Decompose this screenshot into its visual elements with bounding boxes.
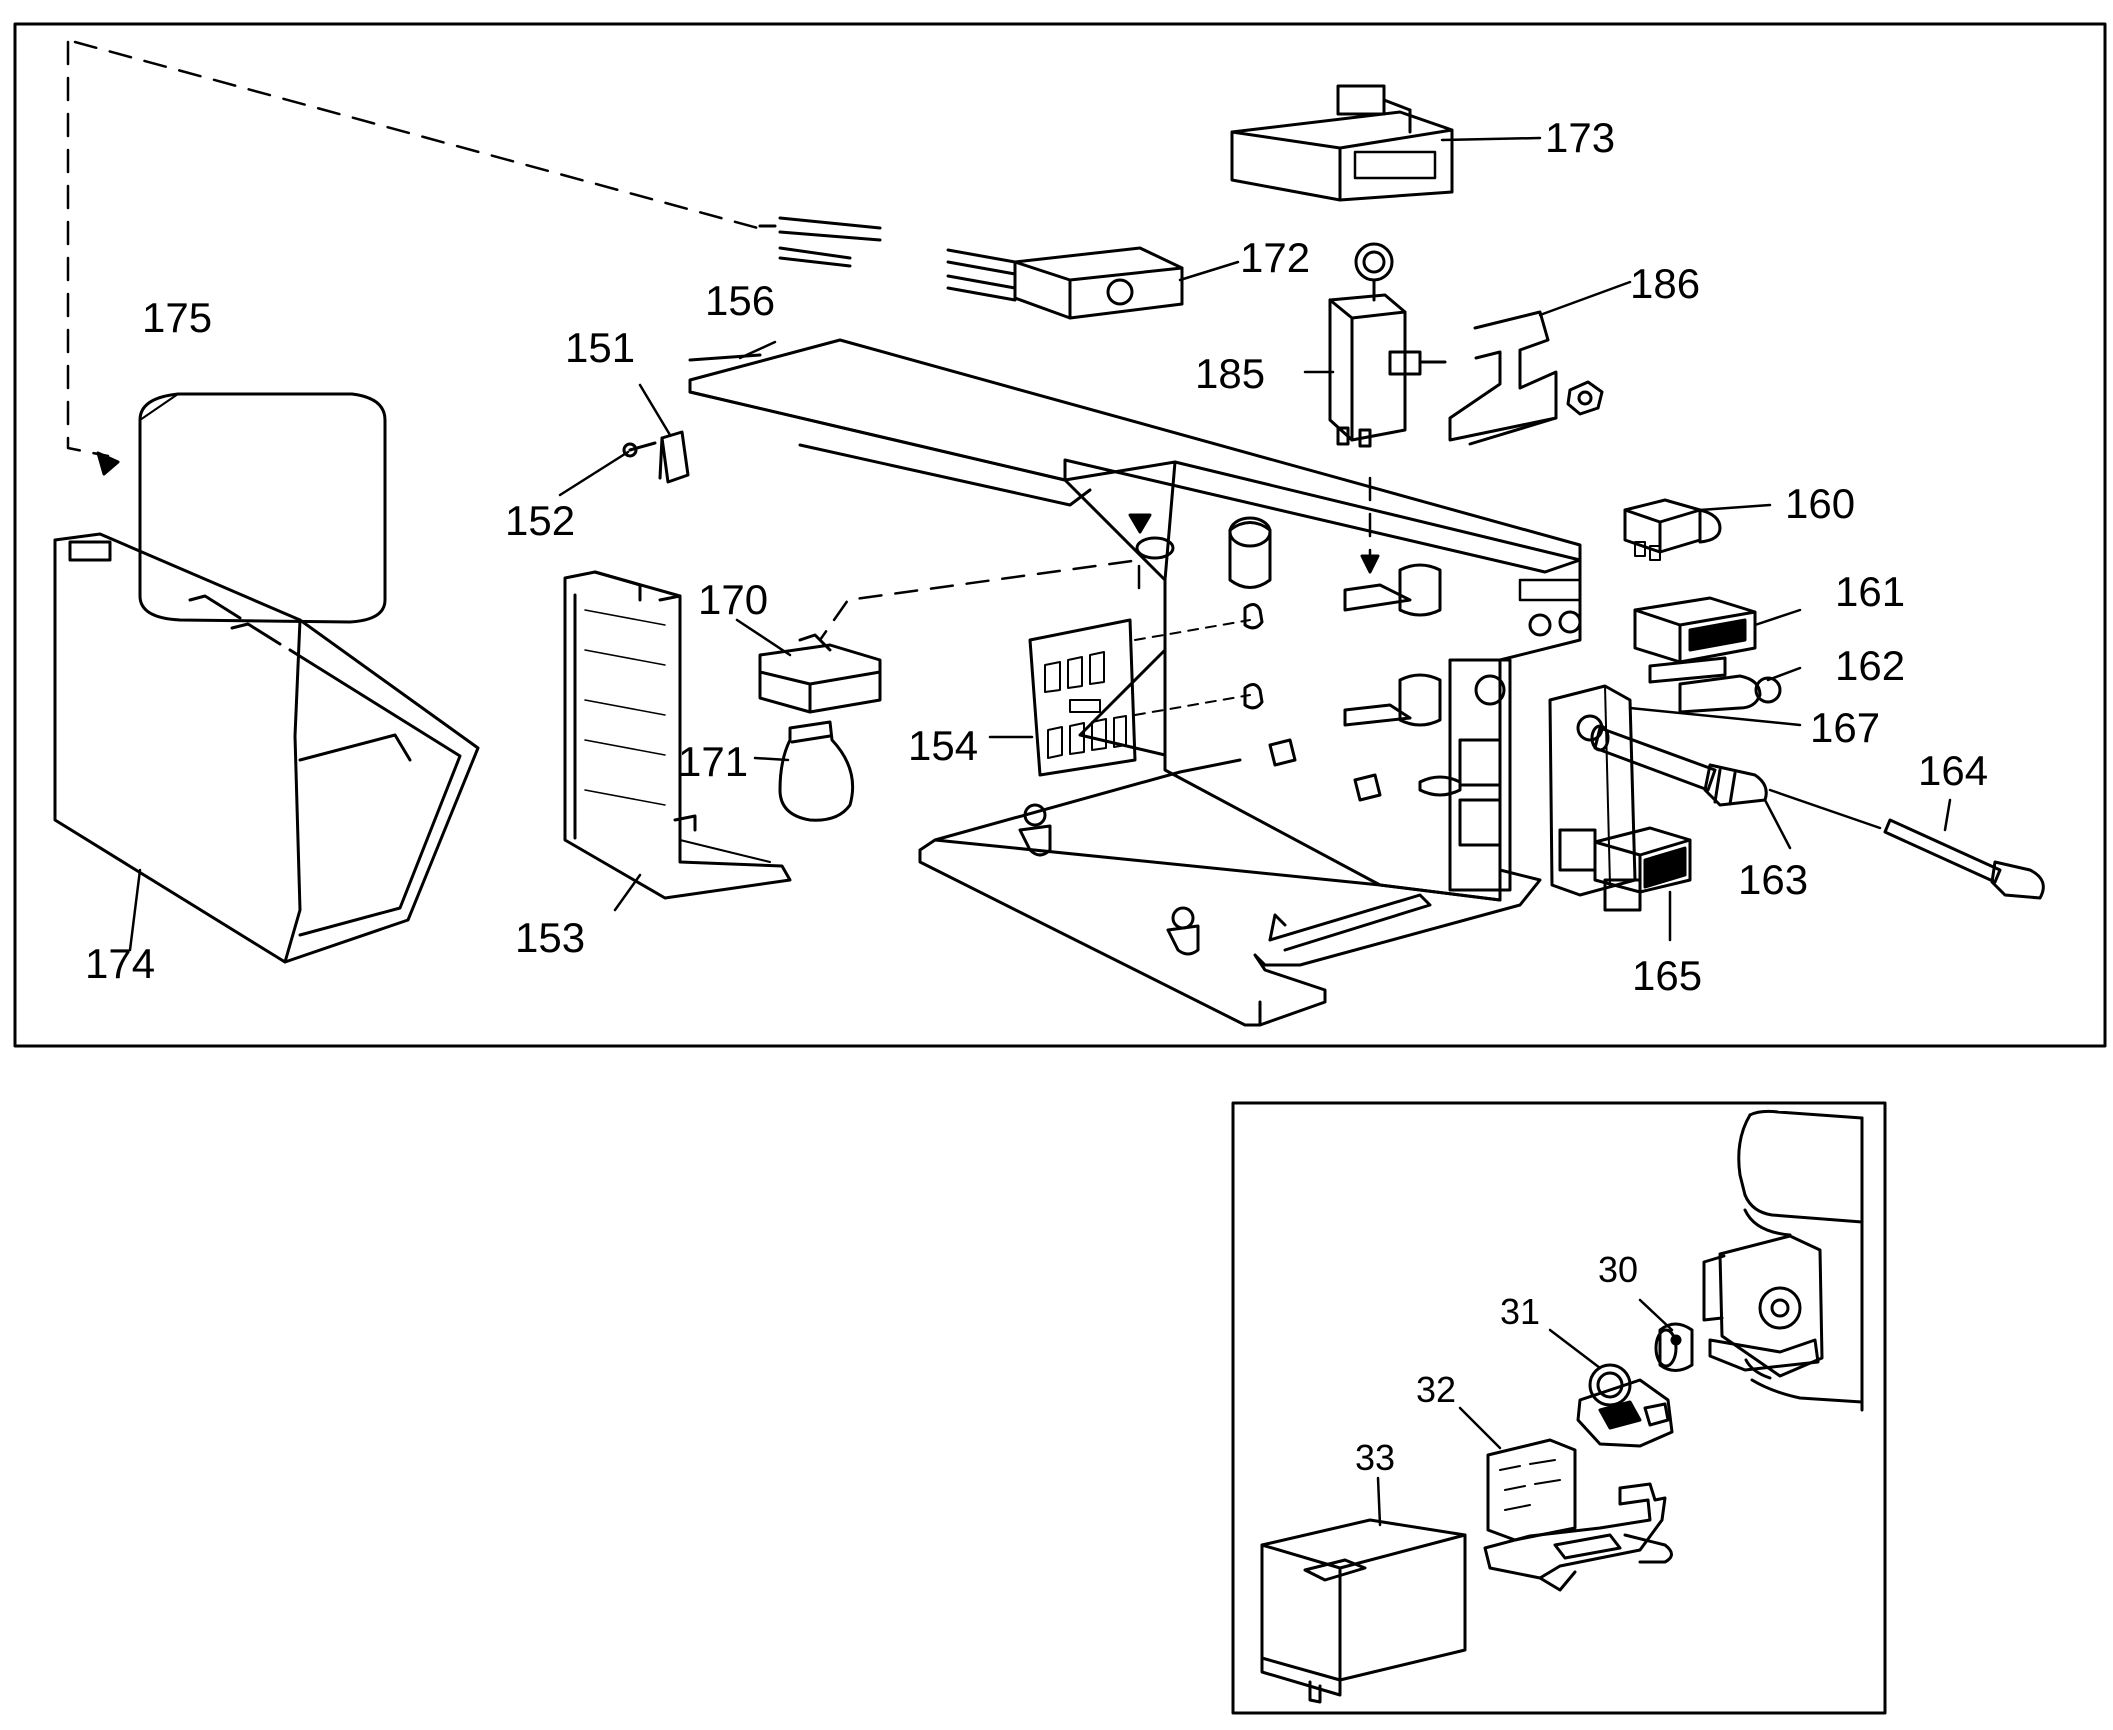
part-171-lamp-bulb bbox=[778, 720, 855, 822]
main-panel: 173 172 186 185 175 151 156 152 160 161 … bbox=[13, 22, 2107, 1048]
label-32: 32 bbox=[1416, 1369, 1456, 1410]
part-labels-main: 173 172 186 185 175 151 156 152 160 161 … bbox=[85, 114, 1988, 999]
label-153: 153 bbox=[515, 914, 585, 961]
label-164: 164 bbox=[1918, 747, 1988, 794]
label-30: 30 bbox=[1598, 1249, 1638, 1290]
compressor bbox=[1702, 1109, 1864, 1412]
label-171: 171 bbox=[678, 738, 748, 785]
label-167: 167 bbox=[1810, 704, 1880, 751]
label-154: 154 bbox=[908, 722, 978, 769]
part-31-relay bbox=[1576, 1363, 1674, 1448]
part-152-screw bbox=[622, 441, 657, 458]
label-173: 173 bbox=[1545, 114, 1615, 161]
part-153-side-bracket bbox=[563, 570, 792, 900]
part-170-lamp-holder bbox=[758, 633, 882, 714]
part-164-shaft bbox=[1768, 788, 2045, 900]
part-151-clip bbox=[658, 430, 690, 484]
part-173-timer-housing bbox=[1230, 84, 1454, 202]
label-156: 156 bbox=[705, 277, 775, 324]
leader-lines-inset bbox=[1376, 1298, 1674, 1527]
part-162-indicator-lamp bbox=[1648, 656, 1782, 714]
label-162: 162 bbox=[1835, 642, 1905, 689]
label-174: 174 bbox=[85, 940, 155, 987]
inset-panel-frame bbox=[1231, 1101, 1887, 1715]
part-33-cover bbox=[1260, 1518, 1467, 1704]
leader-lines-main bbox=[128, 136, 1952, 952]
part-163-knob-shaft bbox=[1590, 724, 1768, 807]
part-156-top-plate bbox=[688, 338, 1582, 574]
label-175: 175 bbox=[142, 294, 212, 341]
label-172: 172 bbox=[1240, 234, 1310, 281]
label-31: 31 bbox=[1500, 1291, 1540, 1332]
guide-arrow-bracket bbox=[1128, 513, 1152, 534]
label-165: 165 bbox=[1632, 952, 1702, 999]
label-152: 152 bbox=[505, 497, 575, 544]
label-160: 160 bbox=[1785, 480, 1855, 527]
main-panel-frame bbox=[13, 22, 2107, 1048]
label-161: 161 bbox=[1835, 568, 1905, 615]
part-labels-inset: 30 31 32 33 bbox=[1355, 1249, 1638, 1478]
part-160-switch bbox=[1623, 498, 1722, 561]
part-185-thermostat bbox=[1328, 242, 1447, 448]
part-30-overload bbox=[1654, 1322, 1694, 1372]
label-151: 151 bbox=[565, 324, 635, 371]
part-154-terminal-board bbox=[1028, 618, 1251, 777]
base-plate bbox=[918, 758, 1542, 1027]
part-167-panel-plate bbox=[1548, 684, 1637, 897]
part-172-defrost-timer bbox=[758, 216, 1184, 320]
label-186: 186 bbox=[1630, 260, 1700, 307]
label-33: 33 bbox=[1355, 1437, 1395, 1478]
part-165-push-button bbox=[1593, 826, 1692, 912]
part-161-rocker-switch bbox=[1633, 596, 1757, 664]
part-175-cover bbox=[138, 392, 387, 624]
guide-arrow-175 bbox=[96, 451, 120, 476]
part-32-bracket bbox=[1483, 1438, 1673, 1592]
assembly-guide-lines bbox=[66, 40, 1372, 642]
inset-panel: 30 31 32 33 bbox=[1231, 1101, 1887, 1715]
label-185: 185 bbox=[1195, 350, 1265, 397]
label-170: 170 bbox=[698, 576, 768, 623]
guide-arrow-185 bbox=[1360, 554, 1380, 574]
part-186-thermostat-bracket bbox=[1448, 310, 1604, 446]
label-163: 163 bbox=[1738, 856, 1808, 903]
part-174-lamp-cover bbox=[53, 532, 480, 964]
